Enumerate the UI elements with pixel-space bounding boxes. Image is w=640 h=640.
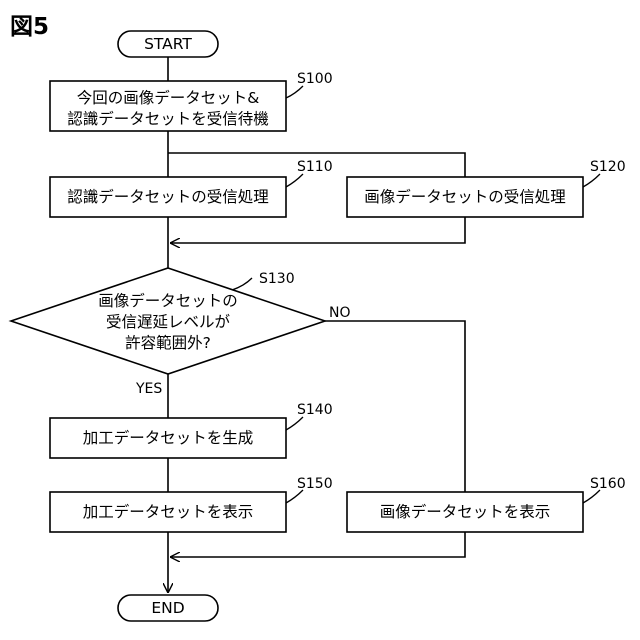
decision-s130-line2: 受信遅延レベルが — [106, 313, 231, 331]
process-s120: 画像データセットの受信処理 S120 — [347, 159, 626, 217]
step-leader-s120 — [583, 174, 600, 187]
step-leader-s110 — [286, 174, 303, 187]
process-s110: 認識データセットの受信処理 S110 — [50, 159, 333, 217]
step-leader-s130 — [232, 278, 252, 290]
end-label: END — [151, 599, 184, 617]
connector-s120-merge — [170, 217, 465, 243]
start-terminal: START — [118, 31, 218, 57]
step-label-s120: S120 — [590, 159, 626, 175]
step-label-s110: S110 — [297, 159, 333, 175]
step-label-s150: S150 — [297, 476, 333, 492]
end-terminal: END — [118, 595, 218, 621]
step-leader-s100 — [286, 86, 303, 98]
figure-title: 図5 — [10, 14, 49, 40]
process-s140-label: 加工データセットを生成 — [83, 428, 254, 447]
process-s100-line1: 今回の画像データセット& — [77, 88, 260, 107]
connector-s130-s160-no — [325, 321, 465, 492]
process-s160-label: 画像データセットを表示 — [380, 502, 551, 521]
decision-s130: 画像データセットの 受信遅延レベルが 許容範囲外? S130 — [11, 268, 325, 374]
step-label-s140: S140 — [297, 402, 333, 418]
start-label: START — [144, 35, 192, 53]
decision-s130-line3: 許容範囲外? — [125, 334, 211, 352]
process-s140: 加工データセットを生成 S140 — [50, 402, 333, 458]
process-s120-label: 画像データセットの受信処理 — [364, 187, 566, 206]
process-s160: 画像データセットを表示 S160 — [347, 476, 626, 532]
process-s110-label: 認識データセットの受信処理 — [67, 187, 269, 206]
process-s150-label: 加工データセットを表示 — [83, 502, 254, 521]
branch-no-label: NO — [329, 305, 351, 321]
step-leader-s140 — [286, 417, 303, 430]
step-label-s160: S160 — [590, 476, 626, 492]
connector-s160-merge — [170, 532, 465, 557]
process-s100: 今回の画像データセット& 認識データセットを受信待機 S100 — [50, 71, 333, 131]
step-label-s100: S100 — [297, 71, 333, 87]
process-s100-line2: 認識データセットを受信待機 — [67, 109, 269, 128]
branch-yes-label: YES — [135, 381, 162, 397]
process-s150: 加工データセットを表示 S150 — [50, 476, 333, 532]
step-label-s130: S130 — [259, 271, 295, 287]
decision-s130-line1: 画像データセットの — [98, 291, 238, 310]
